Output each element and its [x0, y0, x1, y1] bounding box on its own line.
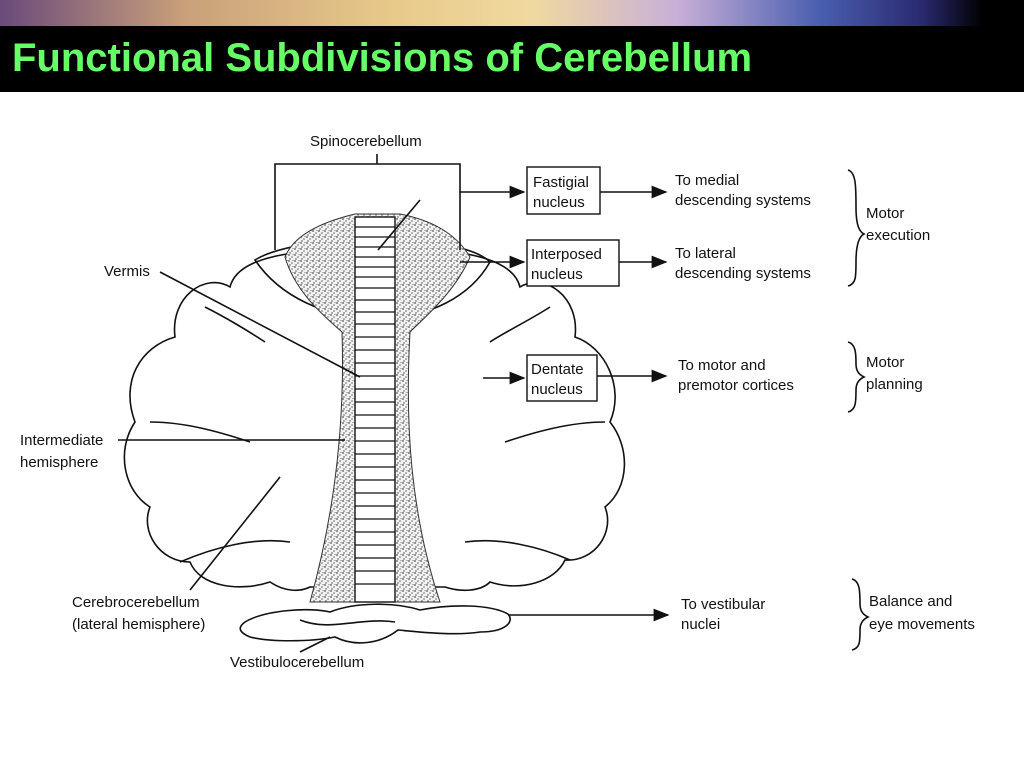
- folia-line: [149, 421, 251, 443]
- label-fastigial-1: Fastigial: [533, 174, 589, 191]
- folia-line: [504, 421, 606, 443]
- label-motor-planning-1: Motor: [866, 354, 904, 371]
- pointer-vermis: [159, 271, 361, 378]
- box-interposed: [526, 239, 620, 287]
- label-interposed-2: nucleus: [531, 266, 583, 283]
- vermis-column: [354, 216, 396, 603]
- label-balance-1: Balance and: [869, 593, 952, 610]
- folia-line: [204, 306, 266, 343]
- banner-gradient-strip: [0, 0, 1024, 26]
- label-cerebrocerebellum-1: Cerebrocerebellum: [72, 594, 200, 611]
- label-target-cortices-1: To motor and: [678, 357, 766, 374]
- label-target-medial-1: To medial: [675, 172, 739, 189]
- folia-line: [464, 539, 571, 561]
- label-balance-2: eye movements: [869, 616, 975, 633]
- box-fastigial: [526, 166, 601, 215]
- label-motor-planning-2: planning: [866, 376, 923, 393]
- label-spinocerebellum: Spinocerebellum: [310, 133, 422, 150]
- label-vermis: Vermis: [104, 263, 150, 280]
- brace-motor-planning: [847, 341, 866, 413]
- label-intermediate-2: hemisphere: [20, 454, 98, 471]
- vermis-ladder-rungs: [355, 226, 395, 585]
- label-dentate-2: nucleus: [531, 381, 583, 398]
- page-title: Functional Subdivisions of Cerebellum: [12, 36, 753, 80]
- label-target-vestibular-1: To vestibular: [681, 596, 765, 613]
- label-motor-execution-2: execution: [866, 227, 930, 244]
- pointer-cerebrocerebellum: [189, 476, 281, 591]
- vermis-to-fastigial-line: [377, 199, 421, 251]
- brace-balance: [851, 578, 870, 651]
- brace-motor-execution: [847, 169, 866, 287]
- label-target-cortices-2: premotor cortices: [678, 377, 794, 394]
- label-interposed-1: Interposed: [531, 246, 602, 263]
- label-motor-execution-1: Motor: [866, 205, 904, 222]
- title-banner: Functional Subdivisions of Cerebellum: [0, 0, 1024, 92]
- label-fastigial-2: nucleus: [533, 194, 585, 211]
- label-target-lateral-2: descending systems: [675, 265, 811, 282]
- banner-black-bar: [0, 26, 1024, 92]
- label-target-medial-2: descending systems: [675, 192, 811, 209]
- pointer-vestibulocerebellum: [299, 636, 331, 653]
- label-target-vestibular-2: nuclei: [681, 616, 720, 633]
- box-dentate: [526, 354, 598, 402]
- spinocerebellum-bracket: [274, 163, 461, 250]
- cerebellum-outline: [123, 251, 626, 592]
- cerebellum-diagram: Spinocerebellum Fastigial nucleus Interp…: [20, 133, 975, 671]
- label-vestibulocerebellum: Vestibulocerebellum: [230, 654, 364, 671]
- folia-line: [179, 539, 291, 563]
- vestibulocerebellum-inner: [299, 619, 396, 626]
- label-cerebrocerebellum-2: (lateral hemisphere): [72, 616, 205, 633]
- vestibulocerebellum-shape: [239, 603, 511, 644]
- label-target-lateral-1: To lateral: [675, 245, 736, 262]
- folia-line: [489, 306, 551, 343]
- label-intermediate-1: Intermediate: [20, 432, 103, 449]
- label-dentate-1: Dentate: [531, 361, 584, 378]
